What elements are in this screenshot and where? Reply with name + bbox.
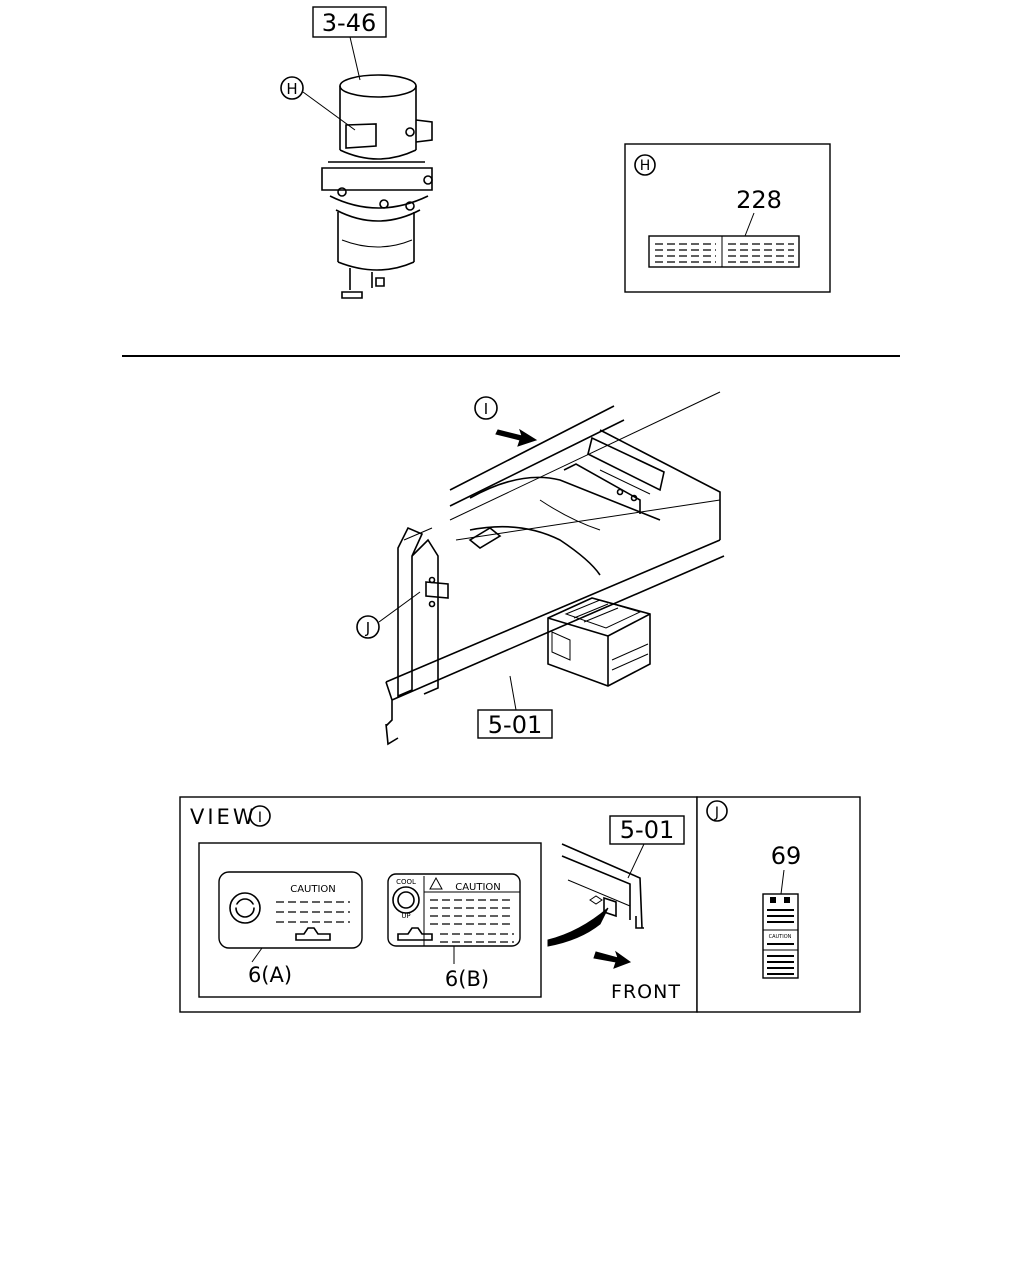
view-i-marker-label: I bbox=[258, 810, 262, 826]
caution-label-6a[interactable] bbox=[218, 871, 363, 949]
part-number-6a: 6(A) bbox=[248, 963, 292, 987]
svg-text:COOL: COOL bbox=[396, 878, 416, 886]
label-6b-heading: CAUTION bbox=[455, 882, 501, 893]
callout-h-marker[interactable] bbox=[280, 76, 304, 100]
part-number-69: 69 bbox=[771, 842, 802, 870]
vertical-bracket bbox=[397, 526, 424, 698]
ref-label-5-01-view: 5-01 bbox=[620, 816, 674, 844]
callout-j-marker[interactable] bbox=[356, 615, 380, 639]
detail-j-marker-label: J bbox=[714, 805, 719, 821]
view-direction-arrow bbox=[495, 428, 538, 447]
front-arrow bbox=[593, 950, 632, 969]
label-6a-heading: CAUTION bbox=[290, 884, 336, 895]
ref-box-3-46[interactable] bbox=[312, 6, 387, 38]
detail-h-marker-label: H bbox=[640, 158, 651, 174]
ref-label-5-01: 5-01 bbox=[488, 711, 542, 739]
callout-j-label: J bbox=[365, 619, 370, 637]
frame-view: I bbox=[356, 391, 725, 746]
part-number-6b: 6(B) bbox=[445, 967, 489, 991]
callout-h-label: H bbox=[286, 80, 297, 98]
detail-j-marker bbox=[706, 800, 728, 822]
front-label: FRONT bbox=[611, 981, 681, 1003]
svg-text:UP: UP bbox=[401, 912, 410, 920]
battery-box bbox=[547, 597, 651, 687]
part-number-228: 228 bbox=[736, 186, 782, 214]
label-69-heading: CAUTION bbox=[769, 934, 792, 940]
view-label: VIEW bbox=[190, 805, 257, 829]
view-i-panel: VIEW I CAUTION 6(A) COOL UP CAUTION bbox=[179, 796, 698, 1013]
detail-j-panel: J 69 CAUTION bbox=[696, 796, 861, 1013]
label-h-on-canister bbox=[345, 123, 377, 149]
detail-h-panel: H 228 bbox=[624, 143, 831, 293]
callout-i-label: I bbox=[484, 400, 488, 418]
callout-i-marker[interactable] bbox=[474, 396, 498, 420]
ref-box-5-01[interactable] bbox=[477, 709, 553, 739]
ref-box-5-01-view[interactable] bbox=[609, 815, 685, 845]
air-dryer-assembly: 3-46 H bbox=[280, 6, 433, 299]
detail-h-marker bbox=[634, 154, 656, 176]
ref-label-3-46: 3-46 bbox=[322, 9, 376, 37]
view-i-marker bbox=[249, 805, 271, 827]
label-69-sticker[interactable] bbox=[762, 893, 799, 979]
label-location-pointer bbox=[547, 907, 609, 947]
